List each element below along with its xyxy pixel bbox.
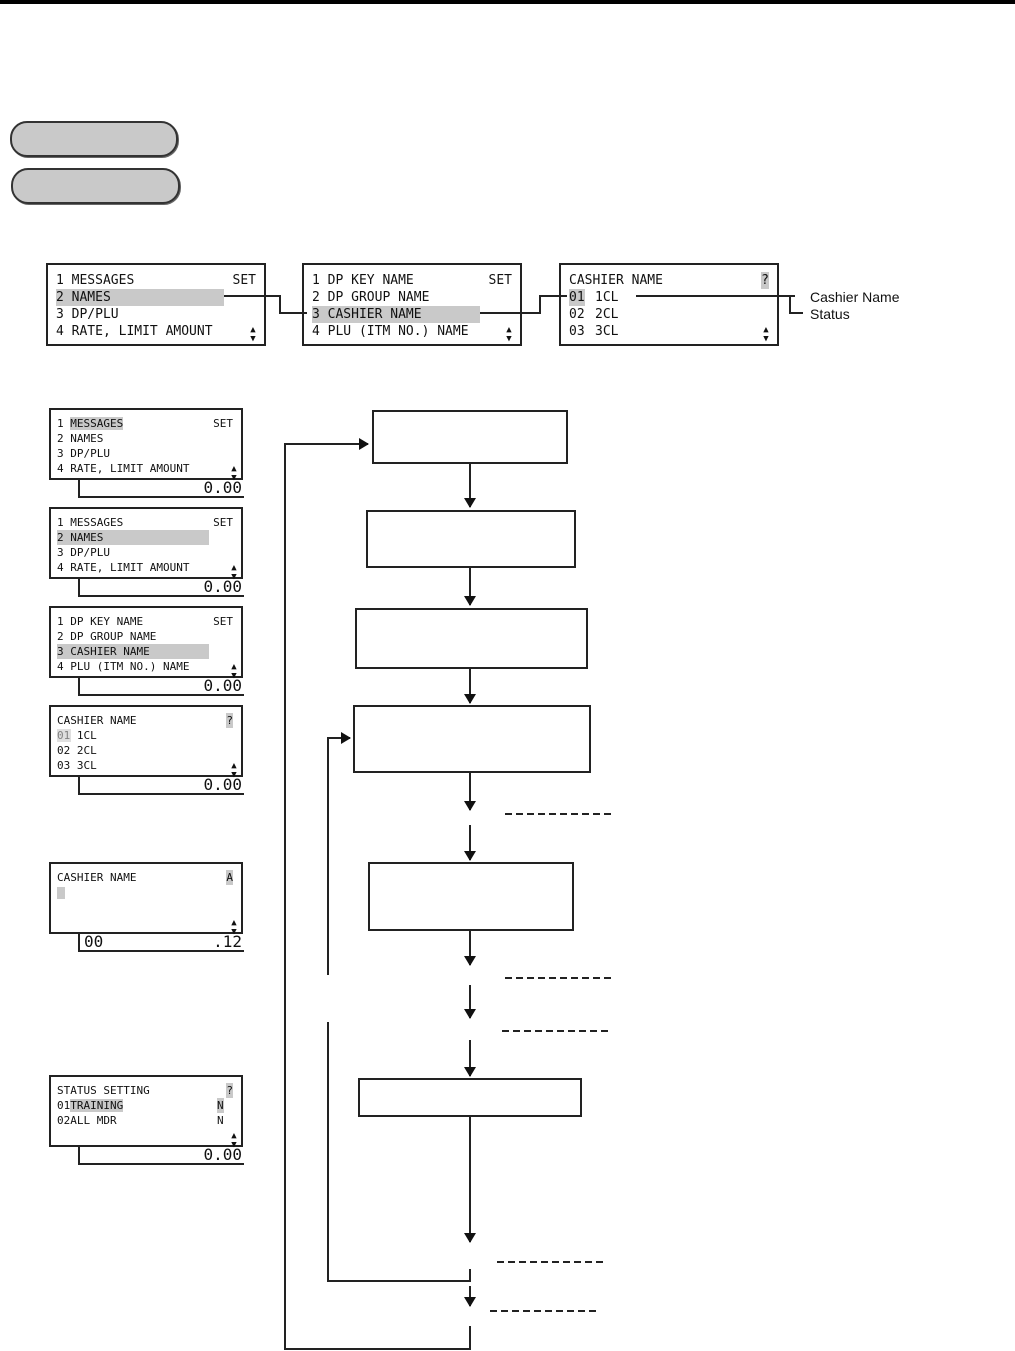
screen-5-title: CASHIER NAME xyxy=(57,871,137,884)
scroll-arrows-icon: ▲▼ xyxy=(231,464,237,483)
inner-loop-upper xyxy=(327,732,351,975)
screen-2-line-3: 3 DP/PLU xyxy=(57,546,110,559)
menu-line-3: 3 DP/PLU xyxy=(56,307,119,322)
names-set-tag: SET xyxy=(488,273,512,288)
screen-6-row-2-value: N xyxy=(217,1114,224,1127)
top-rule xyxy=(0,0,1015,4)
screen-6-row-1-label: TRAINING xyxy=(70,1099,124,1112)
flow-box-5 xyxy=(368,862,574,931)
screen-1-tag: SET xyxy=(213,417,233,430)
scroll-arrows-icon: ▲▼ xyxy=(763,325,769,344)
menu-line-4: 4 RATE, LIMIT AMOUNT xyxy=(56,324,213,339)
screen-3-line-2: 2 DP GROUP NAME xyxy=(57,630,157,643)
connector-names xyxy=(224,295,307,314)
text-cursor xyxy=(57,887,65,899)
screen-2-amount: 0.00 xyxy=(78,579,244,597)
screen-4-row-2: 02 2CL xyxy=(57,744,97,757)
screen-5-amount-row: 00 .12 xyxy=(78,934,244,952)
cashier-help-tag: ? xyxy=(761,272,769,289)
screen-5-amount: .12 xyxy=(213,932,242,951)
screen-3-line-4: 4 PLU (ITM NO.) NAME xyxy=(57,660,190,673)
screen-3-line-3: 3 CASHIER NAME xyxy=(57,644,209,659)
cashier-row-3-num: 03 xyxy=(569,324,585,339)
screen-4-title: CASHIER NAME xyxy=(57,714,137,727)
screen-1-line-2: 2 NAMES xyxy=(57,432,104,445)
scroll-arrows-icon: ▲▼ xyxy=(506,325,512,344)
connector-callout-status xyxy=(789,296,803,314)
flow-box-4 xyxy=(353,705,591,773)
screen-5-amount-left: 00 xyxy=(84,932,104,951)
screen-6-amount: 0.00 xyxy=(78,1147,244,1165)
screen-5-tag: A xyxy=(226,870,233,885)
connector-cashier xyxy=(480,295,567,314)
callout-status: Status xyxy=(810,306,850,322)
menu-panel-names: 1 DP KEY NAME SET 2 DP GROUP NAME 3 CASH… xyxy=(302,263,522,346)
inner-loop-lower xyxy=(327,1022,471,1282)
names-line-3: 3 CASHIER NAME xyxy=(312,306,480,323)
callout-cashier-name: Cashier Name xyxy=(810,289,900,305)
screen-2-line-2: 2 NAMES xyxy=(57,530,209,545)
menu-panel-main: 1 MESSAGES SET 2 NAMES 3 DP/PLU 4 RATE, … xyxy=(46,263,266,346)
header-pill-1 xyxy=(10,121,178,157)
screen-6-row-2-num: 02 xyxy=(57,1114,71,1127)
scroll-arrows-icon: ▲▼ xyxy=(231,563,237,582)
screen-2-line-1: 1 MESSAGES xyxy=(57,516,124,529)
screen-1: 1 MESSAGES SET 2 NAMES 3 DP/PLU 4 RATE, … xyxy=(49,408,243,483)
screen-2-line-4: 4 RATE, LIMIT AMOUNT xyxy=(57,561,190,574)
screen-4-tag: ? xyxy=(226,713,233,728)
screen-4: CASHIER NAME ? 01 1CL 02 2CL 03 3CL ▲▼ xyxy=(49,705,243,780)
screen-1-line-1: MESSAGES xyxy=(70,417,124,430)
screen-3-line-1: 1 DP KEY NAME xyxy=(57,615,144,628)
screen-6-tag: ? xyxy=(226,1083,233,1098)
scroll-arrows-icon: ▲▼ xyxy=(231,918,237,937)
menu-panel-cashier: CASHIER NAME ? 01 1CL 02 2CL 03 3CL ▲▼ xyxy=(559,263,779,346)
screen-6-title: STATUS SETTING xyxy=(57,1084,150,1097)
screen-3-amount: 0.00 xyxy=(78,678,244,696)
header-pill-2 xyxy=(11,168,180,204)
screen-2-tag: SET xyxy=(213,516,233,529)
screen-4-row-highlight xyxy=(57,729,71,742)
cashier-title: CASHIER NAME xyxy=(569,273,663,288)
screen-5: CASHIER NAME A ▲▼ xyxy=(49,862,243,937)
cashier-row-2-num: 02 xyxy=(569,307,585,322)
scroll-arrows-icon: ▲▼ xyxy=(231,761,237,780)
flow-box-6 xyxy=(358,1078,582,1117)
screen-4-amount: 0.00 xyxy=(78,777,244,795)
cashier-row-1-num: 01 xyxy=(569,289,585,306)
outer-loop-line xyxy=(284,438,471,1350)
names-line-1: 1 DP KEY NAME xyxy=(312,273,414,288)
screen-6: STATUS SETTING ? 01TRAINING N 02ALL MDR … xyxy=(49,1075,243,1150)
screen-6-row-1-num: 01 xyxy=(57,1099,71,1112)
screen-3: 1 DP KEY NAME SET 2 DP GROUP NAME 3 CASH… xyxy=(49,606,243,681)
cashier-row-1-name: 1CL xyxy=(595,290,619,305)
screen-6-row-2-label: ALL MDR xyxy=(70,1114,117,1127)
scroll-arrows-icon: ▲▼ xyxy=(231,662,237,681)
flow-box-2 xyxy=(366,510,576,568)
screen-1-amount: 0.00 xyxy=(78,480,244,498)
cashier-row-2-name: 2CL xyxy=(595,307,619,322)
scroll-arrows-icon: ▲▼ xyxy=(250,325,256,344)
cashier-row-3-name: 3CL xyxy=(595,324,619,339)
screen-3-tag: SET xyxy=(213,615,233,628)
names-line-4: 4 PLU (ITM NO.) NAME xyxy=(312,324,469,339)
screen-2: 1 MESSAGES SET 2 NAMES 3 DP/PLU 4 RATE, … xyxy=(49,507,243,582)
flow-box-3 xyxy=(355,608,588,669)
names-line-2: 2 DP GROUP NAME xyxy=(312,290,430,305)
scroll-arrows-icon: ▲▼ xyxy=(231,1131,237,1150)
menu-line-1: 1 MESSAGES xyxy=(56,273,135,288)
screen-1-line-3: 3 DP/PLU xyxy=(57,447,110,460)
screen-6-row-1-value: N xyxy=(217,1098,224,1113)
flow-box-1 xyxy=(372,410,568,464)
screen-4-row-3: 03 3CL xyxy=(57,759,97,772)
menu-set-tag: SET xyxy=(232,273,256,288)
screen-1-line-4: 4 RATE, LIMIT AMOUNT xyxy=(57,462,190,475)
menu-line-2: 2 NAMES xyxy=(56,289,224,306)
